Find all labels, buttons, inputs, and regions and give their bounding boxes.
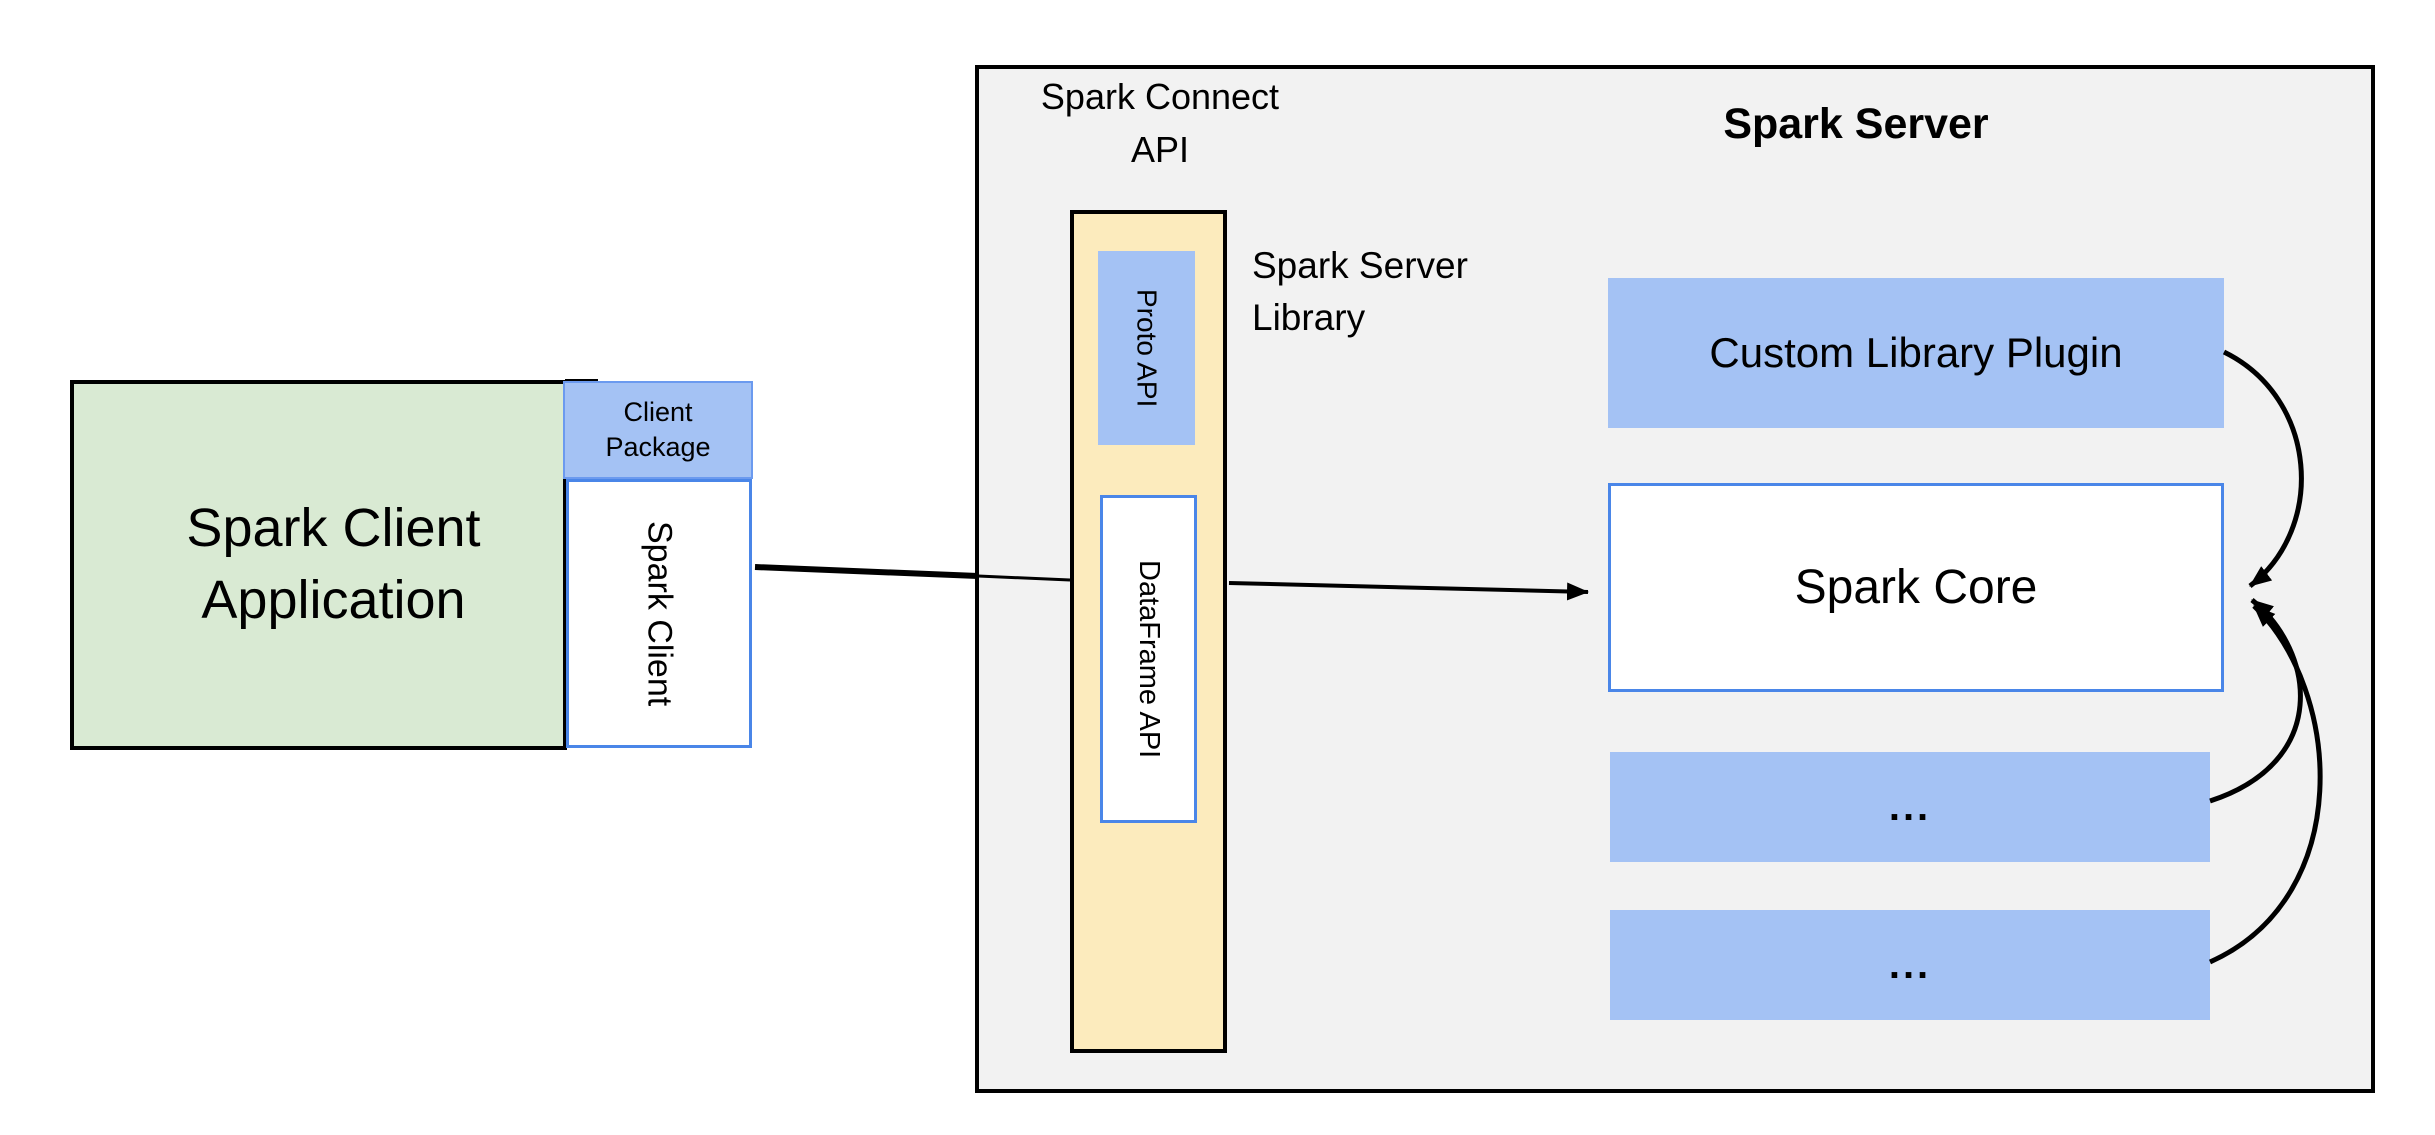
more-plugins-box-1: ... xyxy=(1610,752,2210,862)
custom-library-plugin-box: Custom Library Plugin xyxy=(1608,278,2224,428)
spark-connect-api-label: Spark Connect API xyxy=(985,70,1335,176)
client-package-label: Client Package xyxy=(605,395,710,465)
spark-server-title: Spark Server xyxy=(1723,100,1989,148)
spark-server-library-label-line2: Library xyxy=(1252,297,1366,338)
spark-client-application-label: Spark Client Application xyxy=(70,492,597,636)
client-package-box: Client Package xyxy=(563,381,753,479)
spark-connect-api-label-line2: API xyxy=(1130,129,1190,170)
spark-client-application-label-line2: Application xyxy=(201,570,466,630)
arrow-client-to-connect-api xyxy=(754,564,979,579)
spark-server-library-label: Spark Server Library xyxy=(1252,240,1612,344)
client-package-label-line2: Package xyxy=(605,432,711,462)
spark-client-application-box xyxy=(70,380,567,750)
spark-client-application-label-line1: Spark Client xyxy=(186,498,481,558)
spark-client-box: Spark Client xyxy=(566,479,752,748)
spark-server-library-label-line1: Spark Server xyxy=(1252,245,1468,286)
proto-api-box: Proto API xyxy=(1098,251,1195,445)
dataframe-api-box: DataFrame API xyxy=(1100,495,1197,823)
spark-connect-api-label-line1: Spark Connect xyxy=(1040,76,1280,117)
client-package-label-line1: Client xyxy=(623,397,693,427)
spark-core-box: Spark Core xyxy=(1608,483,2224,692)
more-plugins-box-2: ... xyxy=(1610,910,2210,1020)
